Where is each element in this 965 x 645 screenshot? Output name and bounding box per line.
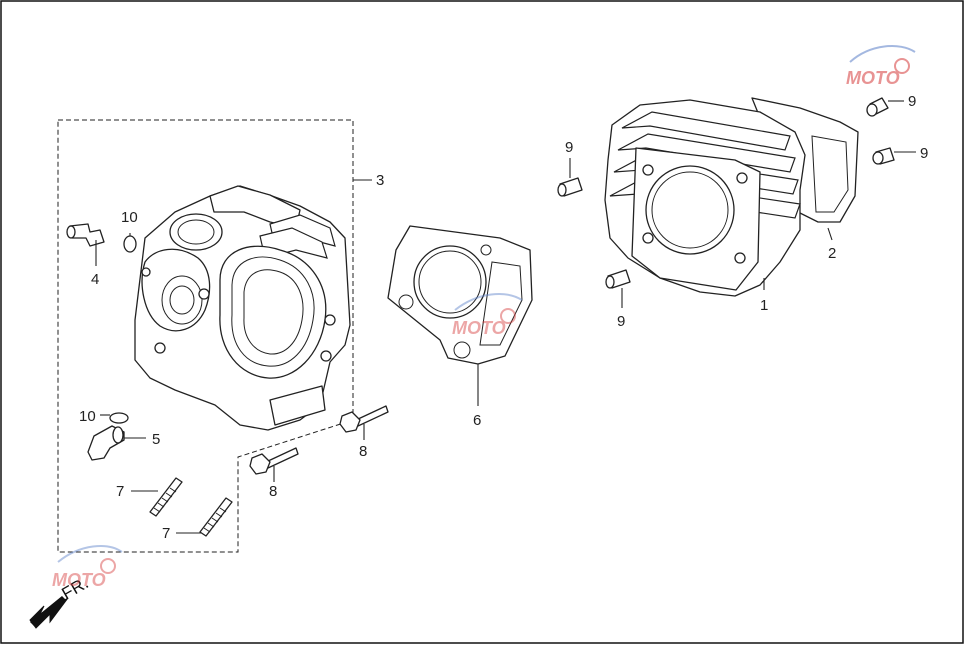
- callout-7-upper: 7: [116, 483, 124, 500]
- cylinder-head-drawing: [134, 185, 351, 431]
- flange-bolt-right: [339, 405, 389, 433]
- watermark-text-top-right: MOTO: [846, 68, 900, 88]
- front-direction-arrow-icon: [29, 596, 69, 629]
- callout-4: 4: [91, 271, 99, 288]
- callout-9-lower-left: 9: [617, 313, 625, 330]
- spark-plug-drawing: [66, 223, 105, 247]
- watermark-text-bottom-left: MOTO: [52, 570, 106, 590]
- flange-bolt-left: [249, 447, 299, 475]
- stud-bolt-upper: [149, 477, 183, 517]
- callout-9-upper-left: 9: [565, 139, 573, 156]
- dowel-pin-lower-left: [605, 269, 631, 289]
- callout-1: 1: [760, 297, 768, 314]
- head-gasket-drawing: [387, 225, 533, 365]
- leader-lines: [95, 100, 916, 534]
- watermark-logo-center: MOTO: [452, 293, 523, 338]
- callout-9-mid-right: 9: [920, 145, 928, 162]
- watermark-logo-bottom-left: MOTO: [52, 545, 123, 590]
- callout-8-right: 8: [359, 443, 367, 460]
- cylinder-block-drawing: [604, 99, 806, 297]
- callout-10-lower: 10: [79, 408, 96, 425]
- callout-3: 3: [376, 172, 384, 189]
- callout-9-top-right: 9: [908, 93, 916, 110]
- callout-5: 5: [152, 431, 160, 448]
- callout-7-lower: 7: [162, 525, 170, 542]
- callout-6: 6: [473, 412, 481, 429]
- fitting-plug-drawing: [87, 425, 125, 461]
- sealing-washer-lower: [109, 412, 129, 424]
- watermark-text-center: MOTO: [452, 318, 506, 338]
- callout-8-left: 8: [269, 483, 277, 500]
- watermark-logo-top-right: MOTO: [846, 45, 916, 88]
- dowel-pin-upper-left: [557, 177, 583, 197]
- cylinder-head-assembly-boundary: [57, 119, 354, 553]
- dowel-pin-mid-right: [872, 147, 895, 165]
- dowel-pin-top-right: [866, 97, 889, 117]
- callout-2: 2: [828, 245, 836, 262]
- stud-bolt-lower: [199, 497, 233, 537]
- callout-10-upper: 10: [121, 209, 138, 226]
- sealing-washer-upper: [123, 235, 137, 253]
